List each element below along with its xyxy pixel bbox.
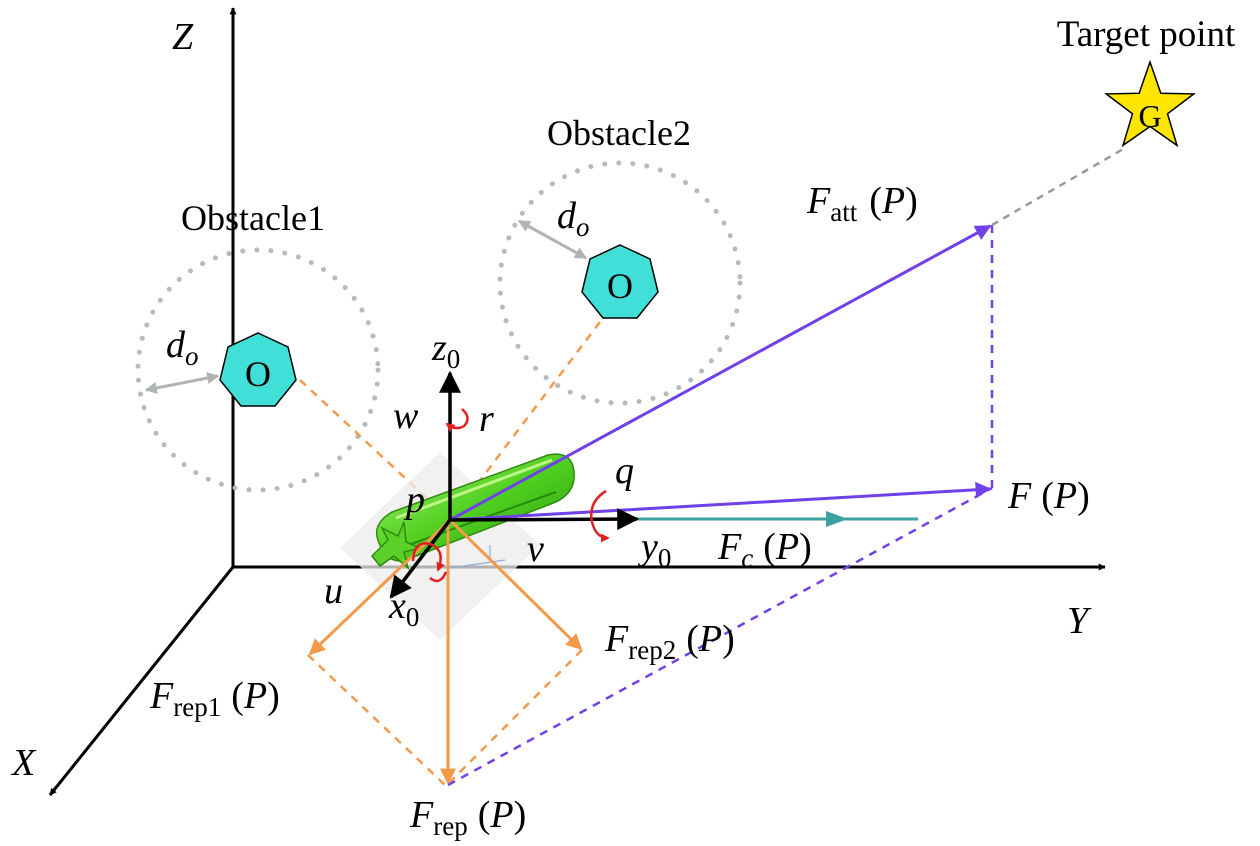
rep2-force-label: Frep2 (P) <box>604 618 735 665</box>
obstacle2-distance-arrow <box>517 219 588 260</box>
y0-axis <box>449 508 640 531</box>
rotation-r-arc <box>445 408 469 432</box>
current-force-arg: (P) <box>763 526 812 568</box>
att-force-sub: att <box>830 197 857 227</box>
obstacle1-distance-arrow <box>144 372 220 394</box>
rep1-force-label: Frep1 (P) <box>149 675 280 722</box>
obstacle1-distance-sub: o <box>185 341 199 371</box>
target-link-dash <box>991 146 1126 227</box>
y0-sub: 0 <box>658 543 672 573</box>
att-force-arg: (P) <box>869 180 918 222</box>
current-force-arrowhead <box>826 511 848 527</box>
x-axis <box>48 566 235 796</box>
rep1-force-arg: (P) <box>231 675 280 717</box>
obstacle2-distance-sub: o <box>576 212 590 242</box>
rep-to-total-dash <box>447 486 993 787</box>
r-label: r <box>479 398 494 440</box>
rep1-to-rep-dash <box>307 654 446 786</box>
obstacle2-name: Obstacle2 <box>547 113 691 153</box>
rep-force-label: Frep (P) <box>409 794 526 841</box>
obstacle1-shape <box>219 332 297 407</box>
obstacle1-distance-label: do <box>166 324 199 371</box>
q-label: q <box>615 450 634 492</box>
y-axis-label: Y <box>1067 600 1092 642</box>
x0-axis <box>389 518 452 599</box>
v-label: v <box>527 528 544 570</box>
obstacle1-distance-base: d <box>166 324 186 366</box>
obstacle2-shape <box>581 244 659 319</box>
att-force-label: Fatt (P) <box>806 180 918 227</box>
obstacle2-distance-label: do <box>557 195 590 242</box>
x0-base: x <box>388 585 406 627</box>
rep2-force-base: F <box>604 618 629 660</box>
obstacle2: O <box>581 244 659 319</box>
target-symbol: G <box>1138 98 1161 134</box>
obstacle2-distance-base: d <box>557 195 577 237</box>
x0-sub: 0 <box>406 602 420 632</box>
rep2-force-sub: rep2 <box>628 635 676 665</box>
current-force-base: F <box>717 526 742 568</box>
rep-force-sub: rep <box>433 811 467 841</box>
att-arrow <box>449 224 992 522</box>
rotation-p-arc <box>411 542 445 572</box>
total-force-label: F(P) <box>1007 475 1090 517</box>
total-force-base: F <box>1007 475 1032 517</box>
total-force-arg: (P) <box>1041 475 1090 517</box>
z0-sub: 0 <box>447 344 461 374</box>
att-force-base: F <box>806 180 831 222</box>
obstacle1-name: Obstacle1 <box>181 198 325 238</box>
x-axis-label: X <box>10 742 37 784</box>
rep1-force-sub: rep1 <box>173 692 221 722</box>
x0-label: x0 <box>388 585 419 632</box>
rep2-force-arg: (P) <box>686 618 735 660</box>
total-force-arrow <box>449 481 992 522</box>
y0-base: y <box>637 526 658 568</box>
vehicle-propeller <box>370 521 423 571</box>
rep-force-base: F <box>409 794 434 836</box>
u-label: u <box>324 570 343 612</box>
obstacle2-symbol: O <box>607 266 633 306</box>
target-label: Target point <box>1057 14 1236 55</box>
target: G Target point <box>1057 14 1236 148</box>
target-star <box>1104 59 1196 148</box>
rep1-force-base: F <box>149 675 174 717</box>
obstacle1-safety-ring <box>135 247 381 493</box>
z-axis-label: Z <box>172 16 194 58</box>
obstacle2-link <box>449 321 601 521</box>
p-label: p <box>403 479 425 521</box>
y0-label: y0 <box>637 526 671 573</box>
obstacle2-safety-ring <box>497 160 743 406</box>
rep-force-arg: (P) <box>478 794 527 836</box>
z0-base: z <box>431 327 447 369</box>
current-force-sub: c <box>741 543 753 573</box>
rotation-p-arc-2 <box>429 571 448 583</box>
obstacle1-symbol: O <box>245 354 271 394</box>
rep2-arrow <box>448 518 583 651</box>
rotation-q-arc <box>590 489 610 543</box>
obstacle1: O <box>219 332 297 407</box>
rep2-to-rep-dash <box>446 649 583 786</box>
current-force-label: Fc (P) <box>717 526 812 573</box>
w-label: w <box>393 395 419 437</box>
z0-label: z0 <box>431 327 460 374</box>
